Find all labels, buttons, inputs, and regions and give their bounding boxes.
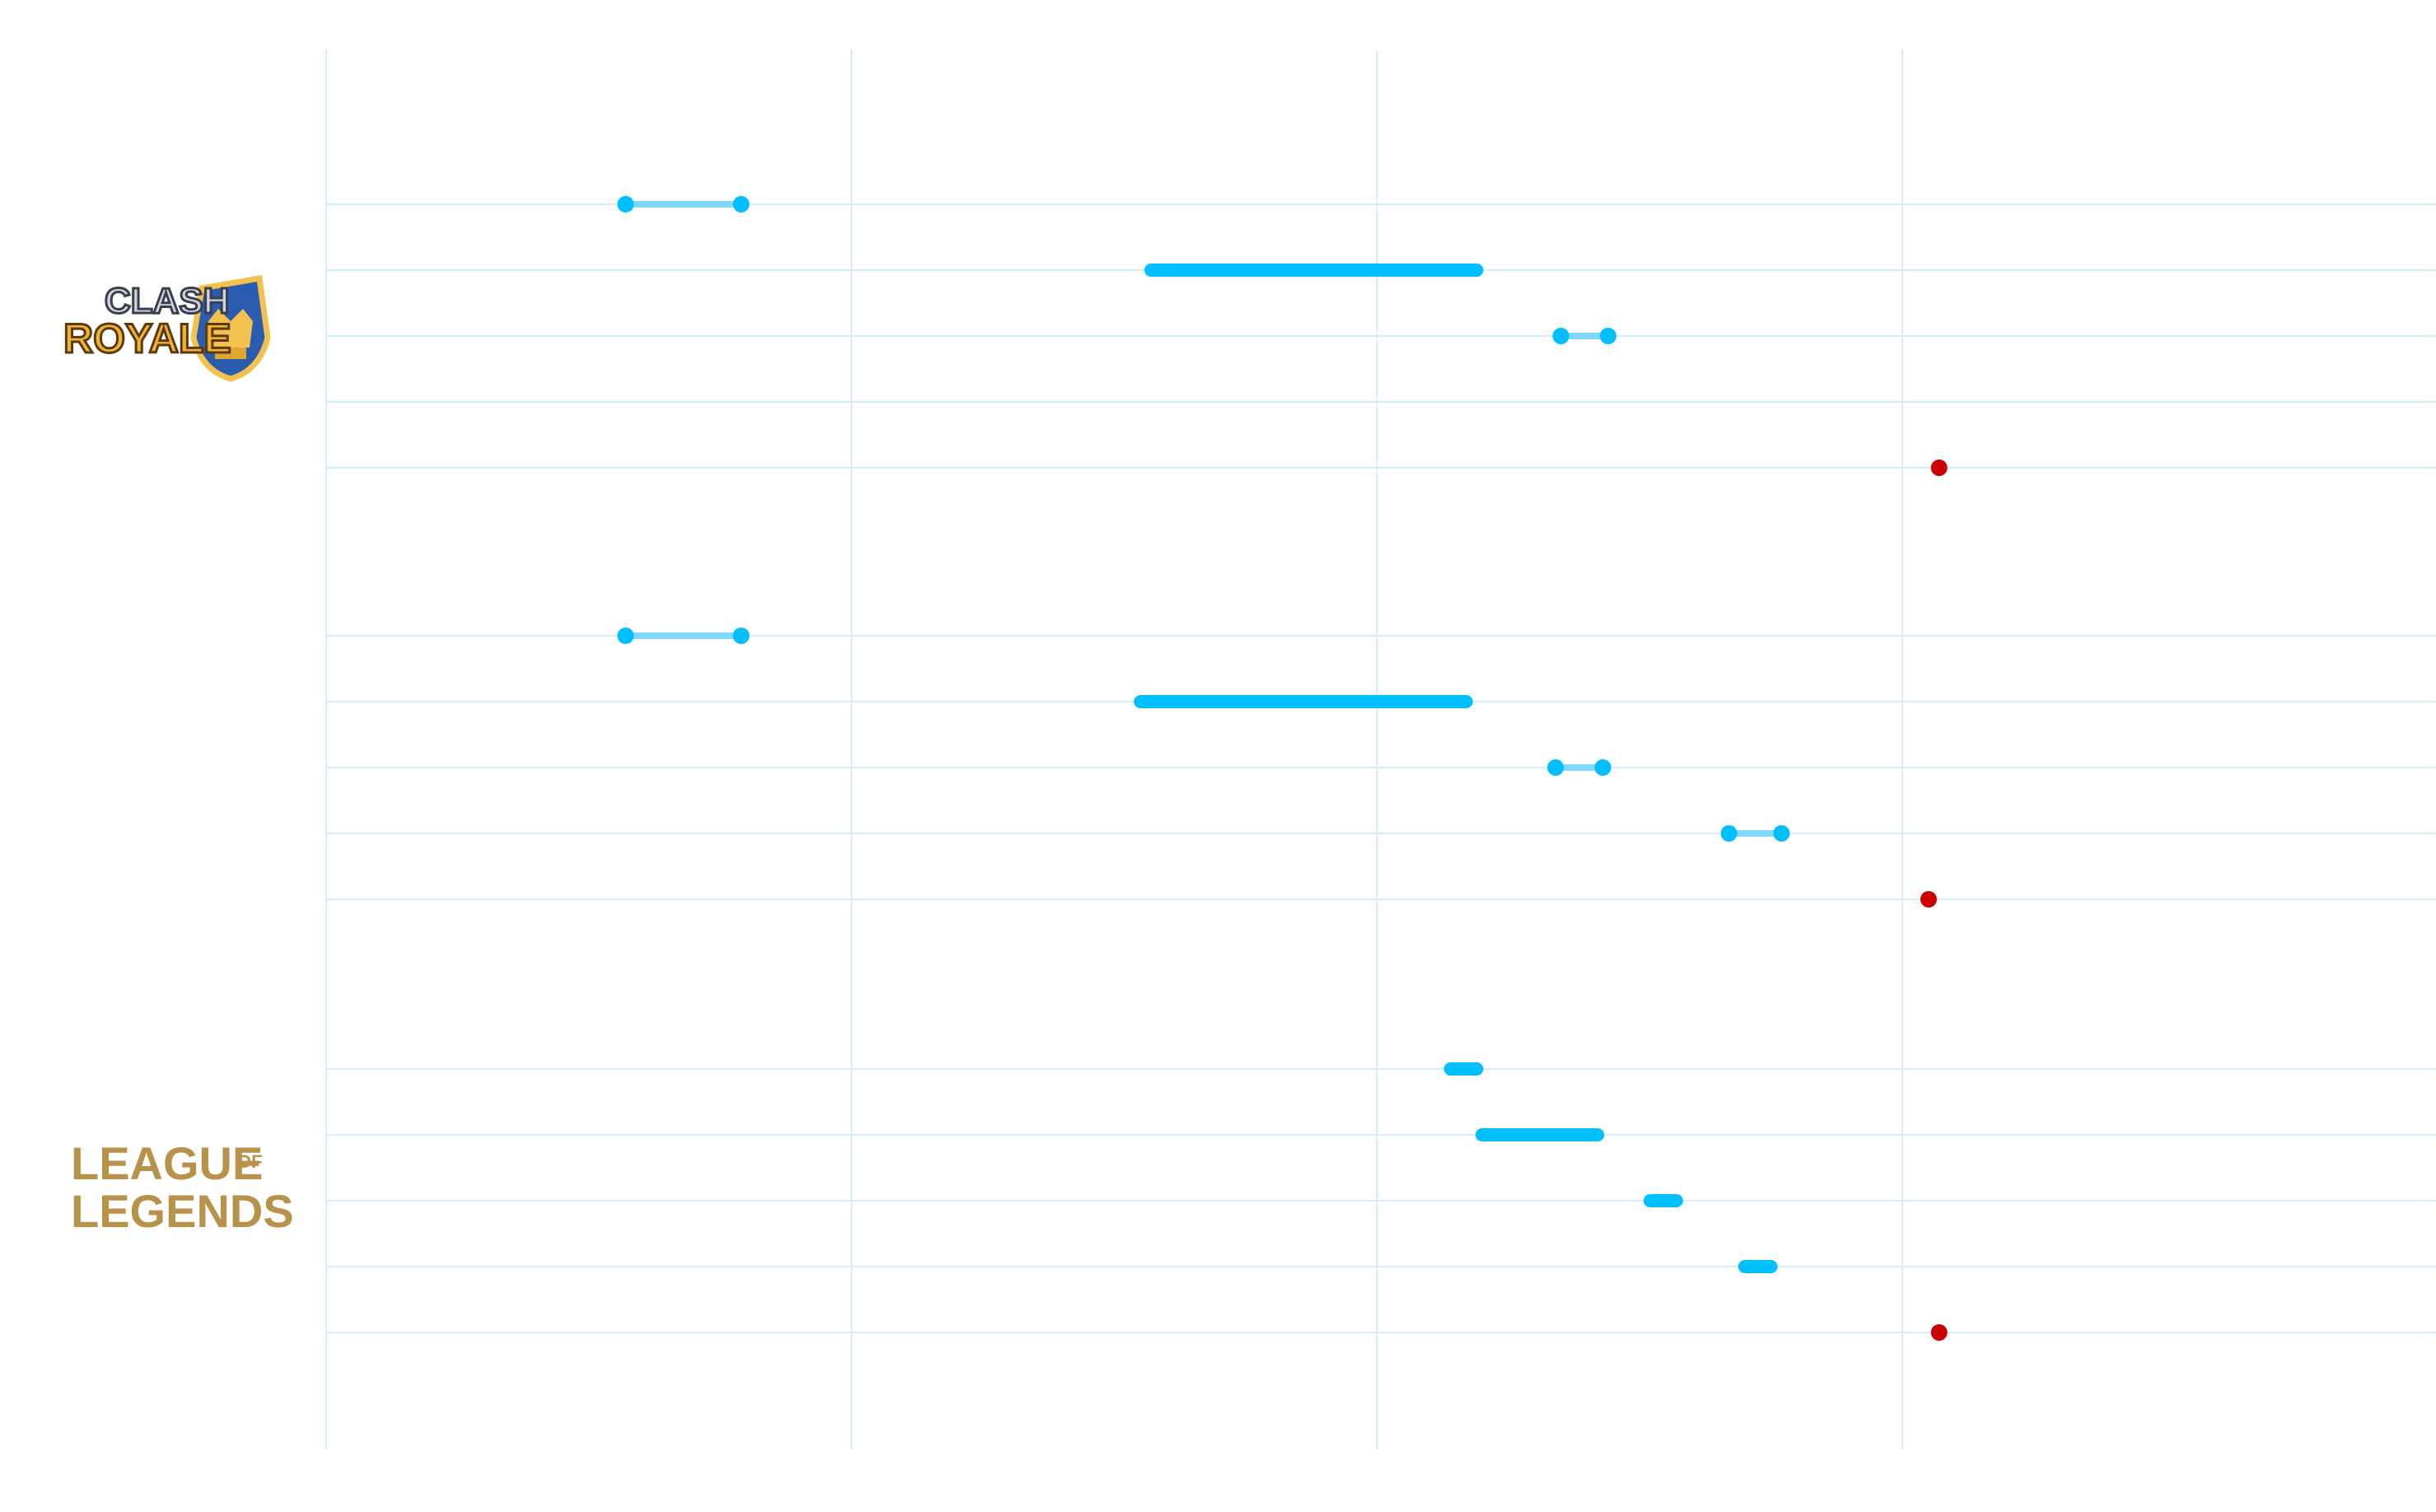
timeline-end-point xyxy=(733,628,750,644)
timeline-end-point xyxy=(1594,759,1612,776)
timeline-start-point xyxy=(1552,328,1570,344)
event-marker xyxy=(1930,460,1948,476)
lol-logo-line1: LEAGUE xyxy=(71,1137,263,1189)
marks-layer xyxy=(617,196,1948,1341)
event-marker xyxy=(1920,891,1937,908)
event-marker xyxy=(1930,1324,1948,1341)
timeline-start-point xyxy=(1720,825,1738,842)
timeline-end-point xyxy=(733,196,750,212)
lol-logo-of: OF xyxy=(237,1151,263,1172)
timeline-start-point xyxy=(617,628,634,644)
timeline-end-point xyxy=(1599,328,1617,344)
timeline-start-point xyxy=(617,196,634,212)
timeline-start-point xyxy=(1547,759,1564,776)
crown-shield-icon xyxy=(190,274,271,382)
clash-logo-line1: CLASH xyxy=(105,281,230,321)
clash-royale-logo: CLASH ROYALE xyxy=(63,274,271,382)
league-of-legends-logo: LEAGUE OF LEGENDS xyxy=(71,1137,294,1237)
clash-logo-line2: ROYALE xyxy=(63,315,231,362)
timeline-end-point xyxy=(1773,825,1790,842)
grid-layer xyxy=(325,49,2436,1449)
lol-logo-line2: LEGENDS xyxy=(71,1185,294,1237)
